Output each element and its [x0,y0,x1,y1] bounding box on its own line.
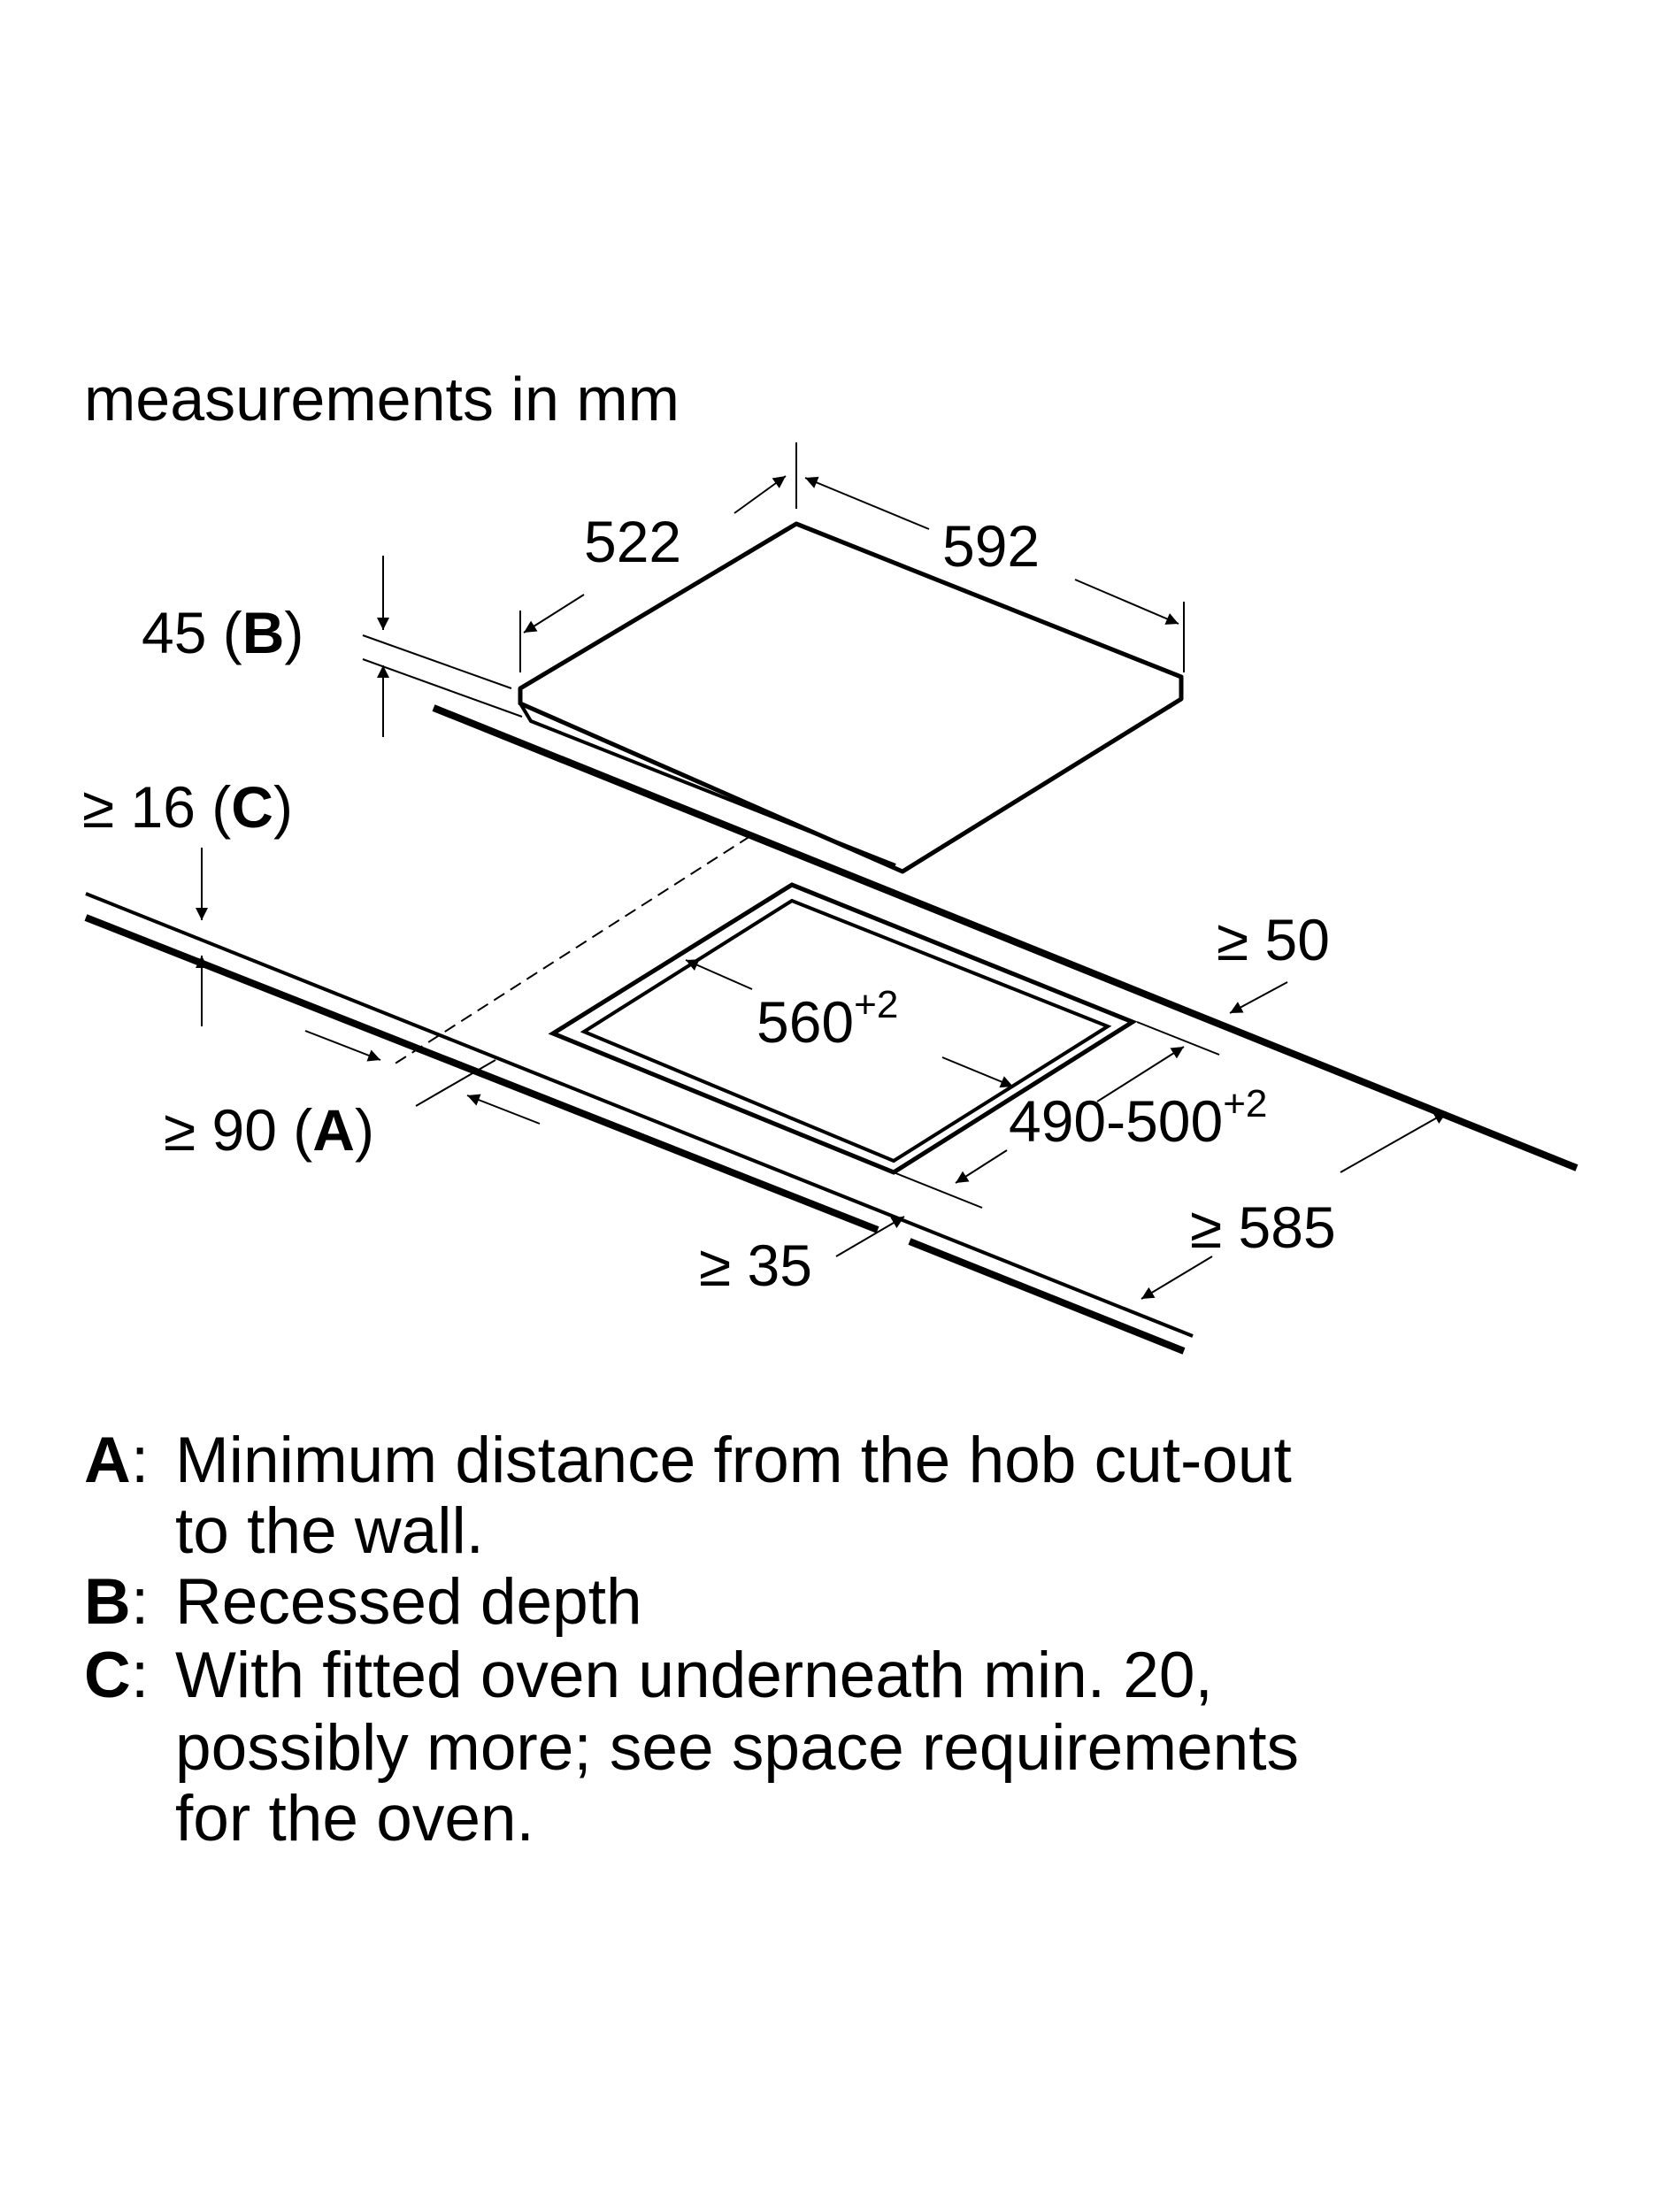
legend-b-line-1: Recessed depth [175,1566,642,1638]
front-clearance-label: ≥ 35 [699,1233,812,1298]
worktop-thickness-label: ≥ 16 (C) [82,774,293,840]
legend-c-line-1: With fitted oven underneath min. 20, [175,1640,1213,1711]
hob-depth-label: 522 [584,509,681,574]
worktop-depth-arrow-bottom [1141,1256,1213,1300]
projection-line [393,835,751,1065]
hob-depth-arrow-top [733,475,787,514]
legend-a-line-2: to the wall. [175,1495,484,1567]
hob-width-arrow-right [1074,579,1179,625]
worktop-front-edge-top [85,892,1194,1338]
worktop-front-edge-bottom-2 [908,1238,1186,1355]
cutout-depth-arrow-top [1096,1046,1185,1102]
legend-a-letter: A [84,1425,131,1496]
legend: A : Minimum distance from the hob cut-ou… [84,1425,1299,1855]
hob-width-arrow-left [804,476,930,530]
legend-b-letter: B [84,1566,131,1638]
worktop-front-edge-bottom [84,914,879,1233]
side-clearance-label: ≥ 50 [1217,907,1330,972]
recess-ext-bottom [362,658,523,718]
cutout-depth-label: 490-500+2 [1009,1082,1267,1154]
hob-width-label: 592 [942,513,1040,579]
worktop-depth-arrow-top [1340,1111,1448,1173]
side-clearance-arrow [1229,981,1288,1014]
wall-arrow-right [466,1094,541,1125]
legend-a-line-1: Minimum distance from the hob cut-out [175,1425,1292,1496]
wall-distance-label: ≥ 90 (A) [164,1097,374,1163]
cutout-width-label: 560+2 [757,983,898,1055]
legend-c-line-2: possibly more; see space requirements [175,1712,1299,1784]
recess-ext-top [362,634,512,689]
legend-c-colon: : [131,1640,149,1711]
cutout-width-arrow-left [685,959,753,990]
recess-label: 45 (B) [142,600,303,665]
legend-b-colon: : [131,1566,149,1638]
legend-a-colon: : [131,1425,149,1496]
cutout-depth-arrow-bottom [955,1149,1008,1184]
cutout-depth-ext-right [1136,1021,1220,1056]
hob-depth-arrow-bottom [523,594,585,634]
legend-c-letter: C [84,1640,131,1711]
cutout-depth-ext-left [893,1171,983,1209]
front-clearance-arrow [835,1216,905,1257]
page-title: measurements in mm [84,365,680,434]
hob-plate [518,521,1184,874]
legend-c-line-3: for the oven. [175,1783,534,1855]
worktop-back-edge [432,704,1578,1171]
cutout-width-arrow-right [941,1056,1014,1088]
wall-arrow-left [304,1030,381,1062]
worktop-depth-label: ≥ 585 [1190,1194,1336,1260]
wall-ext [415,1059,496,1107]
